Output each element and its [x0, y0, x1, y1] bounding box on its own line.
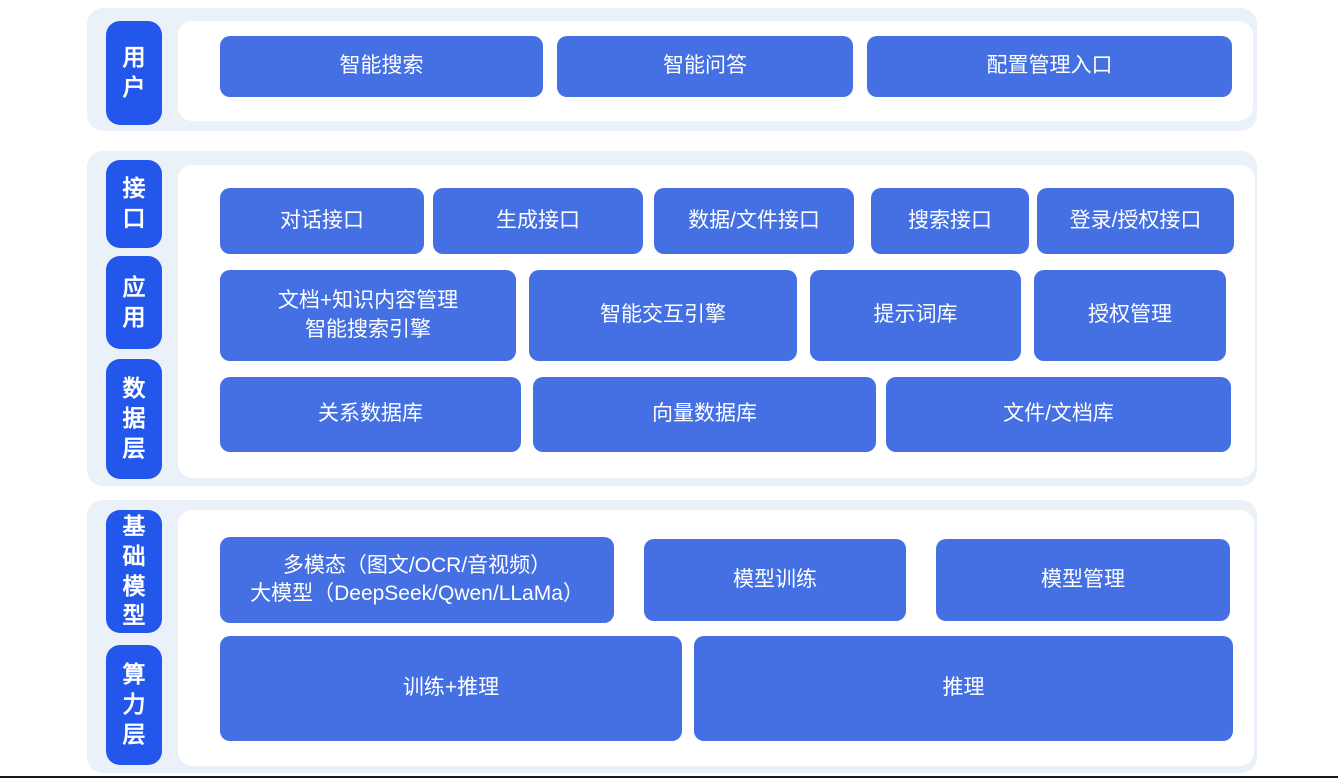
box-generate-api-label: 生成接口 — [496, 208, 580, 232]
box-train-inference-label: 训练+推理 — [402, 676, 500, 700]
box-inference: 推理 — [694, 636, 1233, 741]
interface-row: 对话接口 生成接口 数据/文件接口 搜索接口 登录/授权接口 — [220, 188, 1234, 254]
layer-label-interface: 接口 — [106, 160, 162, 248]
box-prompt-library-label: 提示词库 — [873, 303, 958, 327]
box-vector-db: 向量数据库 — [533, 377, 876, 452]
box-auth-mgmt: 授权管理 — [1034, 270, 1226, 361]
box-inference-label: 推理 — [942, 676, 985, 700]
box-interaction-engine-label: 智能交互引擎 — [600, 303, 726, 327]
box-smart-qa: 智能问答 — [557, 36, 853, 97]
box-smart-search: 智能搜索 — [220, 36, 543, 97]
layer-label-compute-text: 算力层 — [122, 661, 146, 747]
layer-middle: 接口 应用 数据层 对话接口 生成接口 数据/文件接口 搜索接口 登录/授权接口 — [87, 151, 1257, 486]
box-dialog-api-label: 对话接口 — [280, 208, 364, 232]
box-model-management: 模型管理 — [936, 539, 1230, 621]
box-config-entry: 配置管理入口 — [867, 36, 1232, 97]
bottom-divider-line — [0, 776, 1338, 778]
box-generate-api: 生成接口 — [433, 188, 643, 254]
layer-label-user-text: 用户 — [122, 44, 146, 100]
box-doc-knowledge-mgmt-line1: 文档+知识内容管理 — [277, 289, 459, 313]
box-search-api: 搜索接口 — [871, 188, 1029, 254]
layer-label-application-text: 应用 — [122, 273, 146, 330]
user-row: 智能搜索 智能问答 配置管理入口 — [220, 36, 1232, 97]
box-dialog-api: 对话接口 — [220, 188, 424, 254]
layer-label-application: 应用 — [106, 256, 162, 349]
layer-bottom-rail: 基础模型 算力层 — [87, 500, 178, 773]
box-login-auth-api: 登录/授权接口 — [1037, 188, 1234, 254]
box-file-doc-store: 文件/文档库 — [886, 377, 1231, 452]
layer-label-foundation: 基础模型 — [106, 510, 162, 633]
data-row: 关系数据库 向量数据库 文件/文档库 — [220, 377, 1234, 452]
layer-user-rail: 用户 — [87, 8, 178, 131]
layer-bottom-panel: 多模态（图文/OCR/音视频） 大模型（DeepSeek/Qwen/LLaMa）… — [178, 510, 1254, 766]
layer-middle-panel: 对话接口 生成接口 数据/文件接口 搜索接口 登录/授权接口 文档+知识内容管理… — [178, 165, 1255, 478]
box-multimodal-llm-line2: 大模型（DeepSeek/Qwen/LLaMa） — [250, 582, 584, 605]
box-data-file-api-label: 数据/文件接口 — [688, 208, 820, 232]
layer-user: 用户 智能搜索 智能问答 配置管理入口 — [87, 8, 1257, 131]
box-multimodal-llm: 多模态（图文/OCR/音视频） 大模型（DeepSeek/Qwen/LLaMa） — [220, 537, 614, 623]
layer-label-foundation-text: 基础模型 — [122, 512, 146, 629]
model-row: 多模态（图文/OCR/音视频） 大模型（DeepSeek/Qwen/LLaMa）… — [220, 537, 1233, 623]
layer-label-compute: 算力层 — [106, 645, 162, 765]
box-multimodal-llm-line1: 多模态（图文/OCR/音视频） — [282, 553, 552, 577]
layer-middle-rail: 接口 应用 数据层 — [87, 151, 178, 486]
box-train-inference: 训练+推理 — [220, 636, 682, 741]
box-model-training: 模型训练 — [644, 539, 906, 621]
application-row: 文档+知识内容管理 智能搜索引擎 智能交互引擎 提示词库 授权管理 — [220, 270, 1234, 361]
box-auth-mgmt-label: 授权管理 — [1088, 303, 1172, 327]
box-relational-db-label: 关系数据库 — [318, 402, 423, 426]
box-login-auth-api-label: 登录/授权接口 — [1069, 208, 1202, 232]
layer-label-interface-text: 接口 — [122, 175, 146, 231]
box-config-entry-label: 配置管理入口 — [986, 54, 1113, 78]
layer-label-data: 数据层 — [106, 359, 162, 479]
layer-label-user: 用户 — [106, 21, 162, 125]
box-doc-knowledge-mgmt: 文档+知识内容管理 智能搜索引擎 — [220, 270, 516, 361]
box-search-api-label: 搜索接口 — [908, 208, 992, 232]
box-model-management-label: 模型管理 — [1041, 567, 1125, 591]
box-doc-knowledge-mgmt-line2: 智能搜索引擎 — [305, 317, 431, 341]
box-model-training-label: 模型训练 — [733, 567, 817, 591]
box-vector-db-label: 向量数据库 — [652, 402, 757, 426]
layer-bottom: 基础模型 算力层 多模态（图文/OCR/音视频） 大模型（DeepSeek/Qw… — [87, 500, 1257, 773]
box-prompt-library: 提示词库 — [810, 270, 1021, 361]
box-relational-db: 关系数据库 — [220, 377, 521, 452]
compute-row: 训练+推理 推理 — [220, 636, 1233, 741]
layer-label-data-text: 数据层 — [122, 375, 146, 461]
box-smart-qa-label: 智能问答 — [663, 54, 747, 78]
box-file-doc-store-label: 文件/文档库 — [1003, 402, 1114, 426]
box-smart-search-label: 智能搜索 — [339, 54, 424, 78]
layer-user-panel: 智能搜索 智能问答 配置管理入口 — [178, 21, 1253, 121]
box-data-file-api: 数据/文件接口 — [654, 188, 854, 254]
box-interaction-engine: 智能交互引擎 — [529, 270, 797, 361]
